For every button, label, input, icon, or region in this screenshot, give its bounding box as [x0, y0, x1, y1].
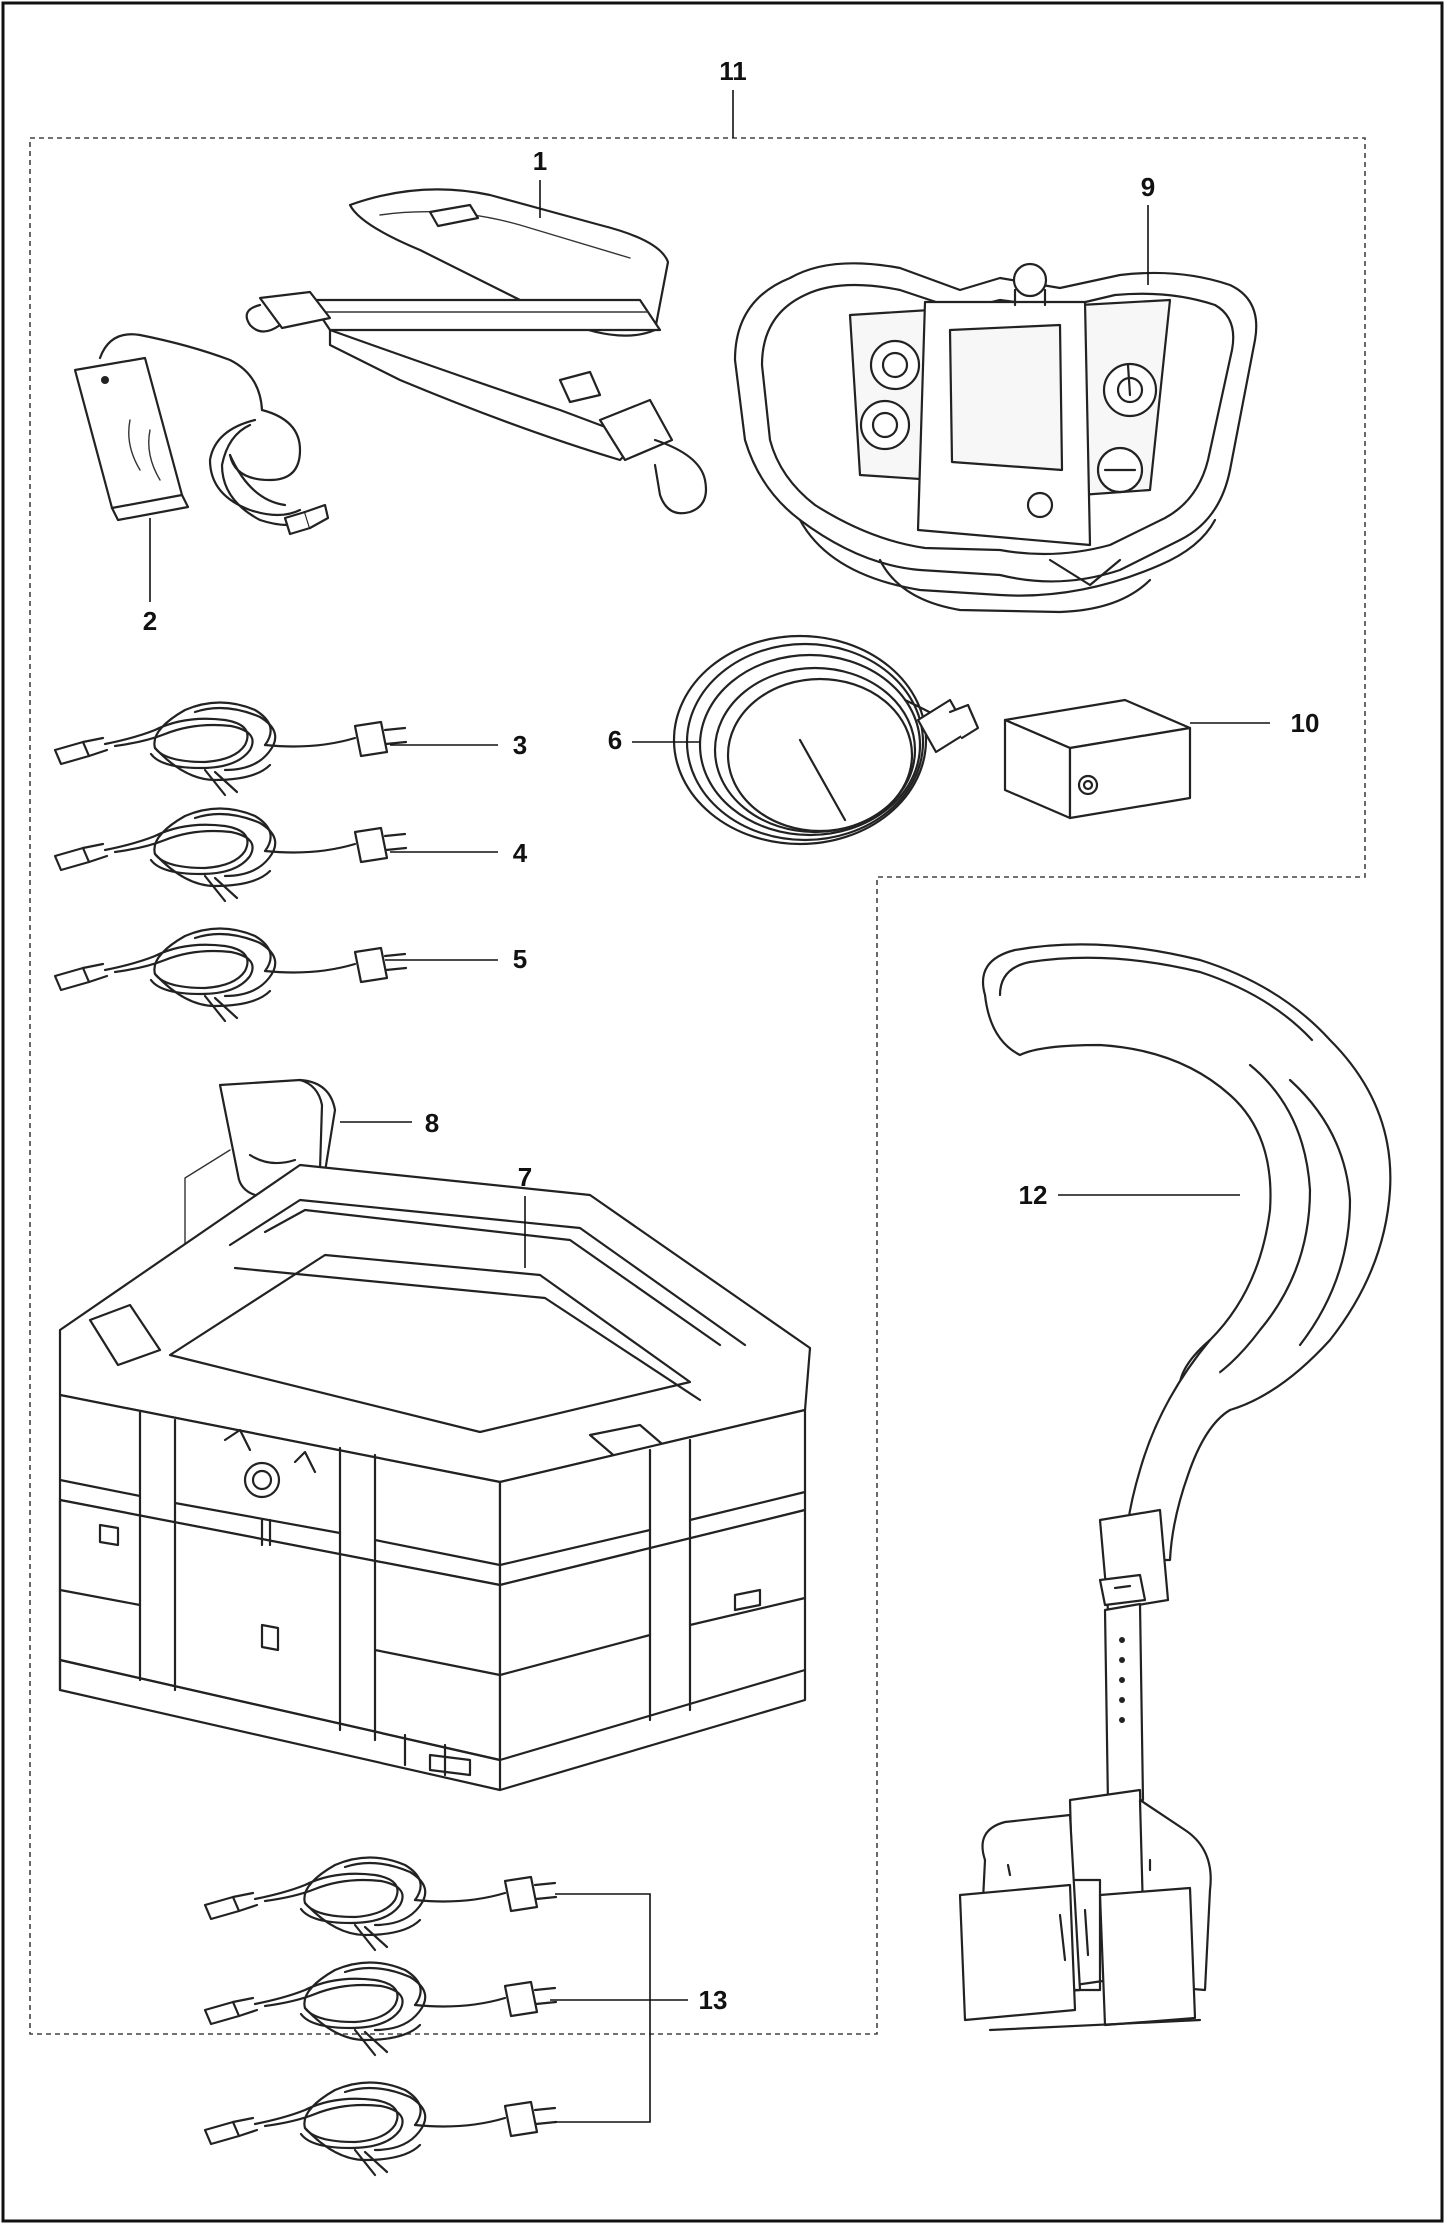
battery-charger-icon — [73, 333, 330, 536]
callout-13: 13 — [699, 1985, 728, 2015]
power-cord-icon — [53, 701, 408, 797]
power-cord-icon — [53, 927, 408, 1023]
callout-2: 2 — [143, 606, 157, 636]
callout-9: 9 — [1141, 172, 1155, 202]
harness-belt-icon — [958, 943, 1392, 2032]
battery-box-icon — [1003, 698, 1192, 820]
callout-4: 4 — [513, 838, 528, 868]
callout-8: 8 — [425, 1108, 439, 1138]
callout-10: 10 — [1291, 708, 1320, 738]
shoulder-strap-icon — [245, 188, 708, 515]
power-cord-set-icon — [203, 1856, 558, 2177]
callout-5: 5 — [513, 944, 527, 974]
storage-case-icon — [58, 1163, 812, 1792]
coiled-cable-icon — [672, 634, 980, 846]
kit-group-outline — [29, 137, 1366, 2035]
callout-1: 1 — [533, 146, 547, 176]
callout-7: 7 — [518, 1162, 532, 1192]
callout-11: 11 — [719, 56, 747, 86]
power-cord-icon — [53, 807, 408, 903]
remote-control-icon — [733, 262, 1258, 614]
callout-6: 6 — [608, 725, 622, 755]
callout-12: 12 — [1019, 1180, 1048, 1210]
leader-13-bracket — [550, 1893, 651, 2123]
callout-3: 3 — [513, 730, 527, 760]
